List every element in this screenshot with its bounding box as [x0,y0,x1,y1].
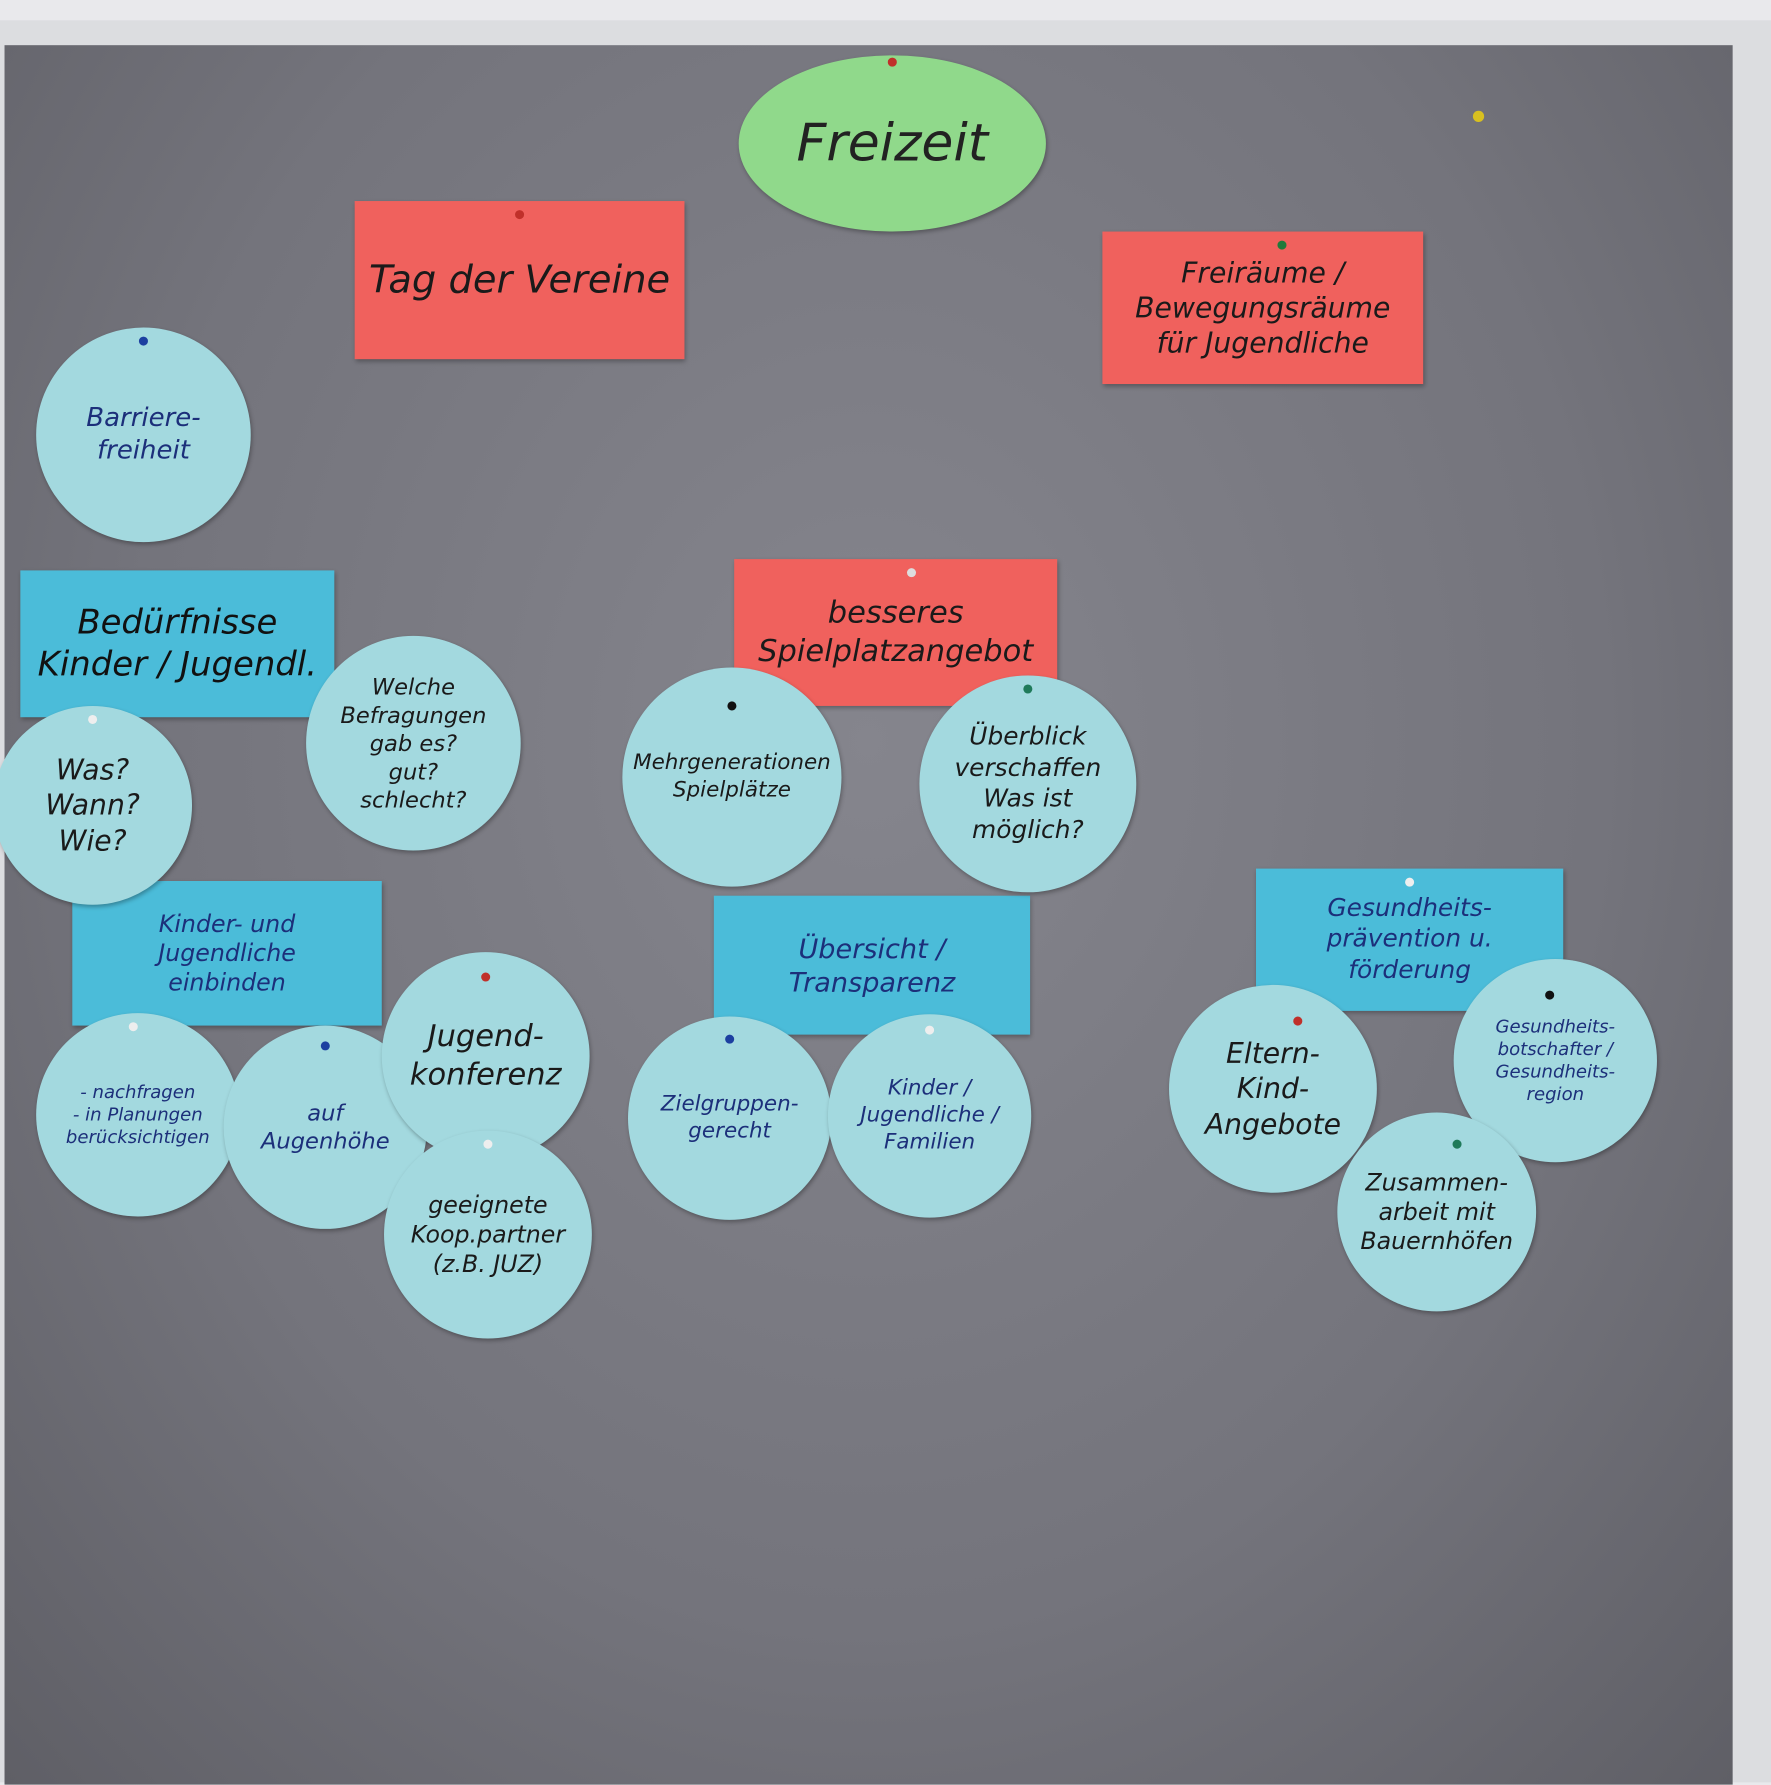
card-text: Freiräume / Bewegungsräume für Jugendlic… [1135,255,1391,360]
card-text: Bedürfnisse Kinder / Jugendl. [37,602,318,685]
circle-befragungen: Welche Befragungen gab es? gut? schlecht… [306,635,521,851]
circle-text: Barriere- freiheit [86,403,201,466]
circle-text: - nachfragen - in Planungen berücksichti… [65,1080,210,1148]
pin-icon [725,1034,735,1044]
circle-jugendkonferenz: Jugend- konferenz [381,952,590,1160]
card-text: Übersicht / Transparenz [788,932,956,998]
circle-text: geeignete Koop.partner (z.B. JUZ) [410,1191,566,1278]
circle-text: Überblick verschaffen Was ist möglich? [954,722,1102,845]
card-beduerfnisse: Bedürfnisse Kinder / Jugendl. [20,570,335,718]
pin-icon [320,1041,330,1051]
pin-icon [129,1022,139,1032]
circle-text: Kinder / Jugendliche / Familien [860,1075,999,1155]
circle-zielgruppengerecht: Zielgruppen- gerecht [628,1016,832,1220]
circle-bauernhoefe: Zusammen- arbeit mit Bauernhöfen [1337,1112,1537,1312]
card-text: Tag der Vereine [368,257,671,303]
circle-text: Gesundheits- botschafter / Gesundheits- … [1495,1015,1616,1105]
card-tag-der-vereine: Tag der Vereine [354,201,685,360]
card-einbinden: Kinder- und Jugendliche einbinden [72,881,382,1026]
circle-ueberblick: Überblick verschaffen Was ist möglich? [919,675,1137,893]
circle-text: Mehrgenerationen Spielplätze [633,750,831,802]
pin-icon [515,210,525,220]
pin-icon [88,714,98,725]
pin-icon [1452,1139,1462,1149]
pin-icon [138,336,148,346]
card-text: Kinder- und Jugendliche einbinden [158,909,296,997]
circle-barrierefreiheit: Barriere- freiheit [36,327,251,543]
pin-icon [907,568,917,578]
circle-familien: Kinder / Jugendliche / Familien [827,1014,1032,1218]
pin-icon [1544,990,1554,1000]
pin-icon [1472,110,1485,122]
circle-text: Welche Befragungen gab es? gut? schlecht… [340,672,487,813]
circle-text: Eltern- Kind- Angebote [1204,1037,1342,1141]
pin-icon [1277,240,1287,250]
card-text: Gesundheits- prävention u. förderung [1326,894,1493,985]
pin-icon [727,701,737,711]
card-text: besseres Spielplatzangebot [758,595,1034,669]
card-transparenz: Übersicht / Transparenz [713,895,1031,1035]
circle-text: Zusammen- arbeit mit Bauernhöfen [1360,1168,1514,1256]
pin-icon [925,1025,935,1035]
circle-text: auf Augenhöhe [260,1099,390,1155]
pin-icon [1023,684,1033,694]
pin-icon [483,1139,493,1149]
circle-kooppartner: geeignete Koop.partner (z.B. JUZ) [384,1130,592,1339]
circle-text: Jugend- konferenz [409,1019,562,1093]
pin-icon [1405,877,1415,887]
circle-was-wann-wie: Was? Wann? Wie? [0,705,193,905]
pin-icon [887,57,897,67]
pin-icon [1293,1016,1303,1026]
circle-nachfragen: - nachfragen - in Planungen berücksichti… [36,1013,240,1217]
circle-mehrgenerationen: Mehrgenerationen Spielplätze [622,667,842,887]
title-ellipse: Freizeit [738,55,1046,232]
circle-text: Was? Wann? Wie? [45,753,140,857]
card-freiraeume: Freiräume / Bewegungsräume für Jugendlic… [1102,231,1424,385]
circle-eltern-kind: Eltern- Kind- Angebote [1169,984,1377,1193]
pin-icon [481,972,491,982]
circle-text: Zielgruppen- gerecht [660,1091,799,1144]
title-text: Freizeit [796,112,989,174]
